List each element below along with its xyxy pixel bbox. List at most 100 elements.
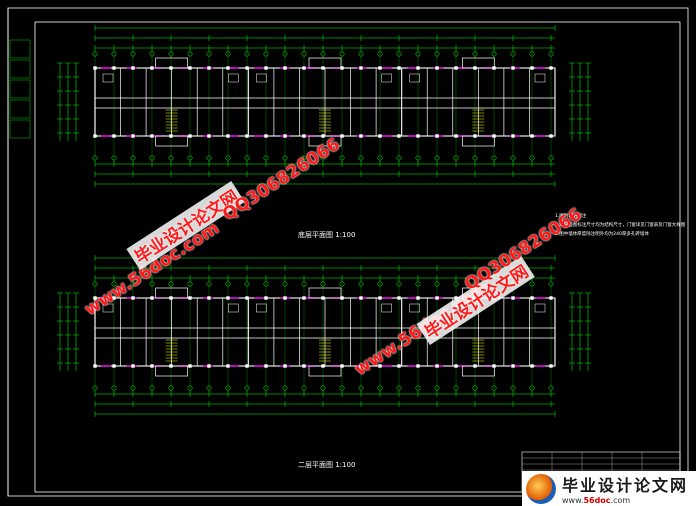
column — [359, 296, 363, 300]
axis-bubble — [263, 51, 269, 57]
axis-bubble — [472, 155, 478, 161]
axis-bubble — [111, 385, 117, 391]
column — [454, 364, 458, 368]
column — [435, 66, 439, 70]
axis-bubble — [434, 51, 440, 57]
note-line: 2.本平面图标注尺寸均为结构尺寸，门窗详见门窗表及门窗大样图 — [555, 223, 686, 228]
axis-bubble — [358, 51, 364, 57]
axis-bubble — [339, 155, 345, 161]
axis-bubble — [263, 281, 269, 287]
column — [511, 364, 515, 368]
column — [264, 134, 268, 138]
axis-bubble — [320, 155, 326, 161]
fixture — [409, 73, 420, 83]
column — [378, 296, 382, 300]
axis-bubble — [149, 385, 155, 391]
axis-bubble — [301, 155, 307, 161]
column — [530, 296, 534, 300]
axis-bubble — [358, 155, 364, 161]
fixture — [381, 73, 392, 83]
axis-bubble — [225, 155, 231, 161]
axis-bubble — [548, 385, 554, 391]
logo-url: www.56doc.com — [562, 496, 631, 505]
axis-bubble — [92, 385, 98, 391]
column — [226, 364, 230, 368]
column — [454, 66, 458, 70]
column — [340, 134, 344, 138]
column — [530, 66, 534, 70]
axis-bubble — [434, 385, 440, 391]
axis-bubble — [396, 281, 402, 287]
axis-bubble — [168, 281, 174, 287]
axis-bubble — [187, 385, 193, 391]
axis-bubble — [244, 281, 250, 287]
axis-bubble — [548, 281, 554, 287]
column — [245, 134, 249, 138]
axis-bubble — [415, 51, 421, 57]
column — [321, 296, 325, 300]
axis-bubble — [225, 51, 231, 57]
axis-bubble — [453, 51, 459, 57]
column — [283, 364, 287, 368]
axis-bubble — [377, 281, 383, 287]
column — [435, 364, 439, 368]
column — [150, 134, 154, 138]
fixture — [256, 73, 267, 83]
axis-bubble — [320, 281, 326, 287]
column — [245, 66, 249, 70]
axis-bubble — [282, 385, 288, 391]
column — [340, 66, 344, 70]
balcony — [461, 57, 495, 69]
axis-bubble — [491, 155, 497, 161]
column — [321, 66, 325, 70]
axis-bubble — [396, 51, 402, 57]
column — [340, 364, 344, 368]
balcony — [461, 365, 495, 377]
column — [150, 296, 154, 300]
column — [302, 66, 306, 70]
axis-bubble — [339, 385, 345, 391]
fixture — [228, 73, 239, 83]
axis-bubble — [396, 155, 402, 161]
axis-bubble — [130, 385, 136, 391]
column — [264, 296, 268, 300]
column — [435, 134, 439, 138]
balcony — [461, 135, 495, 147]
fixture — [381, 303, 392, 313]
axis-bubble — [453, 155, 459, 161]
column — [93, 364, 97, 368]
axis-bubble — [339, 51, 345, 57]
column — [473, 364, 477, 368]
column — [511, 66, 515, 70]
fixture — [256, 303, 267, 313]
axis-bubble — [491, 385, 497, 391]
column — [549, 134, 553, 138]
axis-bubble — [92, 281, 98, 287]
column — [226, 66, 230, 70]
axis-bubble — [377, 385, 383, 391]
axis-bubble — [206, 385, 212, 391]
axis-bubble — [415, 385, 421, 391]
column — [131, 296, 135, 300]
top-plan-title: 底层平面图 1:100 — [298, 231, 356, 239]
axis-bubble — [529, 281, 535, 287]
column — [321, 134, 325, 138]
column — [188, 364, 192, 368]
bottom-plan-title: 二层平面图 1:100 — [298, 461, 356, 469]
column — [150, 364, 154, 368]
column — [378, 364, 382, 368]
column — [188, 134, 192, 138]
column — [207, 134, 211, 138]
binding-cell — [9, 99, 31, 119]
column — [397, 66, 401, 70]
binding-cell — [9, 119, 31, 139]
axis-bubble — [130, 281, 136, 287]
column — [188, 66, 192, 70]
axis-bubble — [358, 385, 364, 391]
axis-bubble — [282, 155, 288, 161]
note-line: 1.图例说明附注 — [555, 214, 587, 219]
column — [112, 364, 116, 368]
drawing-frame — [34, 21, 681, 493]
column — [245, 364, 249, 368]
axis-bubble — [282, 281, 288, 287]
